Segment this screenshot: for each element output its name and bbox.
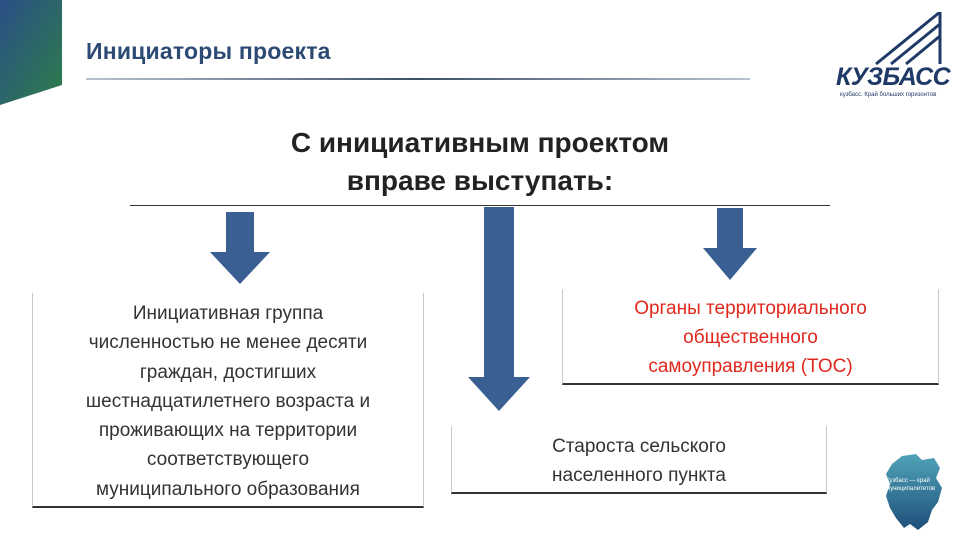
logo-wordmark: КУЗБАСС bbox=[836, 63, 951, 91]
main-heading-line-2: вправе выступать: bbox=[346, 165, 614, 196]
arrow-down-left-icon bbox=[210, 212, 270, 284]
map-caption: Кузбасс — край муниципалитетов bbox=[886, 478, 936, 492]
village-elder-box: Староста сельского населенного пункта bbox=[451, 426, 827, 494]
group-line: граждан, достигших bbox=[139, 361, 317, 383]
group-line: Инициативная группа bbox=[132, 303, 324, 324]
logo-mark-icon bbox=[875, 12, 942, 66]
tos-line: самоуправления (ТОС) bbox=[648, 356, 853, 377]
title-divider bbox=[86, 78, 750, 80]
arrow-down-center-icon bbox=[468, 207, 530, 411]
main-heading-line-1: С инициативным проектом bbox=[290, 127, 670, 158]
main-heading: С инициативным проектом вправе выступать… bbox=[130, 124, 830, 200]
arrow-down-right-icon bbox=[703, 208, 757, 280]
group-line: численностью не менее десяти bbox=[88, 332, 368, 354]
tos-line: Органы территориального bbox=[634, 298, 867, 319]
initiative-group-box: Инициативная группа численностью не мене… bbox=[32, 293, 424, 508]
elder-line: населенного пункта bbox=[552, 465, 726, 486]
region-map-icon bbox=[886, 454, 942, 530]
corner-decoration bbox=[0, 0, 62, 105]
tos-box: Органы территориального общественного са… bbox=[562, 289, 939, 385]
tos-line: общественного bbox=[683, 327, 818, 348]
group-line: проживающих на территории bbox=[98, 420, 358, 442]
elder-line: Староста сельского bbox=[552, 436, 726, 457]
kuzbass-logo: КУЗБАСС кузбасс. Край больших горизонтов bbox=[836, 12, 951, 102]
page-title: Инициаторы проекта bbox=[86, 38, 331, 64]
heading-divider bbox=[130, 205, 830, 206]
group-line: шестнадцатилетнего возраста и bbox=[85, 390, 371, 412]
group-line: муниципального образования bbox=[96, 478, 360, 500]
group-line: соответствующего bbox=[146, 449, 310, 471]
logo-tagline: кузбасс. Край больших горизонтов bbox=[840, 92, 937, 98]
